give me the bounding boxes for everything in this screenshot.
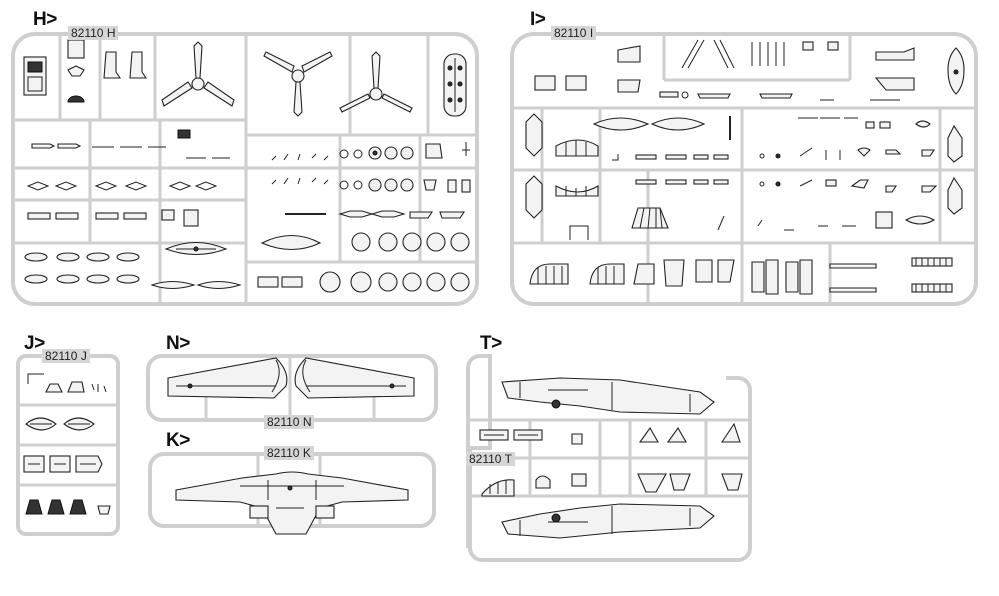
sprue-k-title: K> bbox=[166, 430, 190, 451]
radiator-part-i1 bbox=[555, 139, 599, 157]
sprue-j bbox=[16, 354, 120, 536]
sprue-h bbox=[11, 32, 479, 306]
pitot-probe-part bbox=[947, 47, 965, 95]
small-tank-parts bbox=[24, 252, 140, 284]
cockpit-seat-part bbox=[23, 56, 47, 96]
lower-wing-part bbox=[175, 471, 409, 535]
sprue-t bbox=[466, 354, 752, 562]
sprue-h-title: H> bbox=[33, 9, 57, 30]
sprue-t-code: 82110 T bbox=[466, 452, 515, 466]
sprue-i-code: 82110 I bbox=[551, 26, 597, 40]
wing-half-left bbox=[167, 357, 288, 399]
wheel-well-parts bbox=[751, 259, 813, 295]
sprue-j-code: 82110 J bbox=[42, 349, 90, 363]
sprue-k-code: 82110 K bbox=[264, 446, 314, 460]
wing-half-right bbox=[294, 357, 415, 399]
fuselage-half-upper bbox=[501, 377, 715, 415]
sprue-h-code: 82110 H bbox=[68, 26, 119, 40]
sprue-t-title: T> bbox=[480, 333, 502, 354]
sprue-n-title: N> bbox=[166, 333, 190, 354]
radiator-part-j bbox=[25, 417, 95, 431]
sprue-n-code: 82110 N bbox=[264, 415, 315, 429]
sprue-n bbox=[146, 354, 438, 422]
exhaust-part bbox=[443, 53, 467, 117]
radiator-part-i2 bbox=[555, 185, 599, 197]
drop-tank-part bbox=[164, 241, 228, 256]
fuselage-half-lower bbox=[501, 503, 715, 539]
sprue-i bbox=[510, 32, 978, 306]
radiator-part-t bbox=[481, 479, 515, 497]
propeller-part-h3 bbox=[339, 51, 413, 113]
propeller-part-h2 bbox=[263, 51, 333, 117]
sprue-i-title: I> bbox=[530, 9, 546, 30]
radiator-grid-part bbox=[631, 207, 669, 229]
wheel-parts-h bbox=[319, 232, 470, 293]
sprue-k bbox=[148, 452, 436, 535]
propeller-part-h1 bbox=[161, 41, 235, 107]
sprue-j-title: J> bbox=[24, 333, 45, 354]
